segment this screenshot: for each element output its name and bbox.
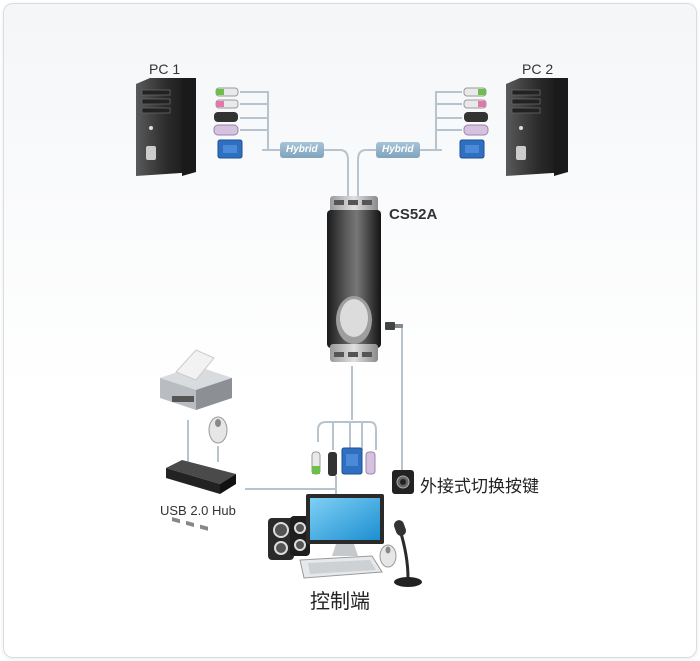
remote-switch-label: 外接式切换按键 xyxy=(420,477,539,497)
usb-hub-icon xyxy=(166,460,236,531)
pc2-label: PC 2 xyxy=(522,61,554,77)
hybrid-cable-tag-right: Hybrid xyxy=(376,142,420,158)
pc1-connectors xyxy=(213,87,243,159)
kvm-switch-device xyxy=(327,196,381,362)
console-connectors xyxy=(311,447,376,476)
speaker-left-icon xyxy=(268,518,294,560)
usb-hub-label: USB 2.0 Hub xyxy=(160,503,236,518)
cables xyxy=(187,91,462,500)
pc2-connectors xyxy=(459,87,489,159)
remote-switch-icon xyxy=(392,470,414,494)
console-label: 控制端 xyxy=(310,589,370,613)
printer-icon xyxy=(160,349,232,410)
remote-switch-plug-icon xyxy=(385,322,403,330)
microphone-icon xyxy=(393,520,422,587)
mouse-icon xyxy=(208,416,228,444)
console-mouse-icon xyxy=(379,544,397,568)
speaker-right-icon xyxy=(290,516,310,556)
pc1-tower-icon xyxy=(136,78,196,176)
hybrid-cable-tag-left: Hybrid xyxy=(280,142,324,158)
pc2-tower-icon xyxy=(506,78,568,176)
device-model-label: CS52A xyxy=(389,206,438,223)
keyboard-icon xyxy=(299,555,383,579)
monitor-icon xyxy=(306,494,384,556)
pc1-label: PC 1 xyxy=(149,61,181,77)
